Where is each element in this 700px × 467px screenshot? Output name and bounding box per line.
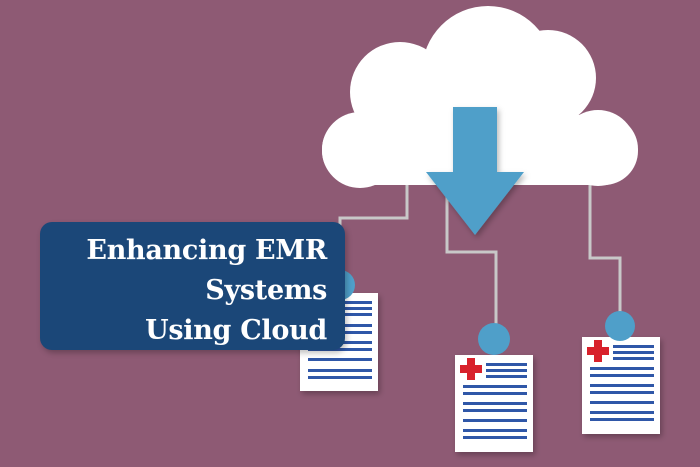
node-dot-right (605, 311, 635, 341)
medical-record-icon (455, 355, 533, 452)
title-line-1: Enhancing EMR (86, 235, 327, 266)
connector-line-middle (445, 178, 498, 330)
medical-cross-icon (460, 358, 482, 380)
node-dot-middle (478, 323, 510, 355)
medical-record-icon (582, 337, 660, 434)
medical-cross-icon (587, 340, 609, 362)
download-arrow-icon (426, 107, 524, 235)
title-line-3: Using Cloud (145, 315, 327, 346)
title-line-2: Systems (205, 275, 327, 306)
cloud-icon (322, 6, 638, 188)
title-banner: Enhancing EMR Systems Using Cloud (40, 222, 345, 350)
connector-line-right (588, 178, 622, 318)
